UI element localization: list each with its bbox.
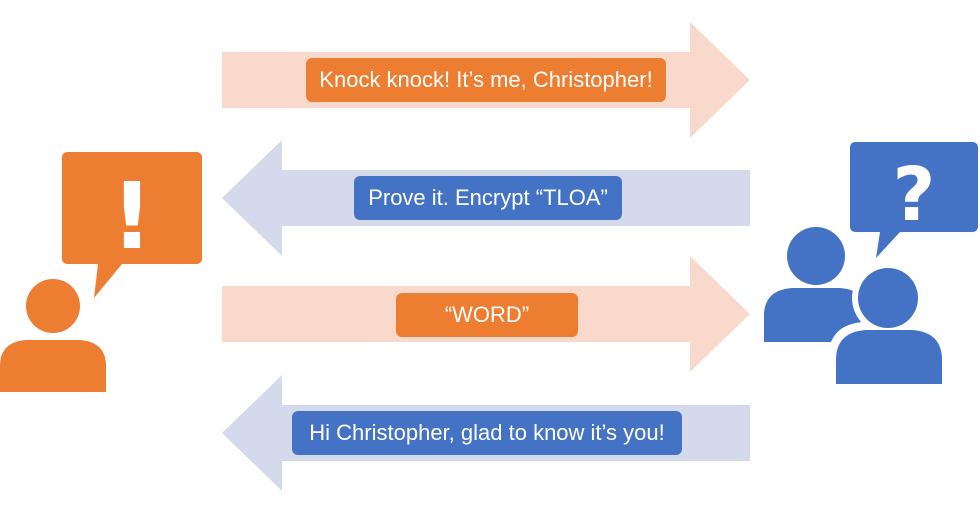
message-box-3: “WORD” — [396, 293, 578, 337]
message-text-4: Hi Christopher, glad to know it’s you! — [309, 420, 665, 445]
exclamation-glyph: ! — [111, 163, 153, 270]
message-box-4: Hi Christopher, glad to know it’s you! — [292, 411, 682, 455]
sender-speech-bubble-icon: ! — [62, 152, 202, 298]
receiver-speech-bubble-icon: ? — [850, 142, 978, 258]
question-glyph: ? — [893, 152, 936, 238]
message-text-2: Prove it. Encrypt “TLOA” — [368, 185, 608, 210]
message-box-1: Knock knock! It’s me, Christopher! — [306, 58, 666, 102]
sender-person-icon — [0, 279, 106, 392]
receiver-two-people-icon — [764, 227, 950, 386]
message-text-3: “WORD” — [444, 302, 530, 327]
message-box-2: Prove it. Encrypt “TLOA” — [354, 176, 622, 220]
message-text-1: Knock knock! It’s me, Christopher! — [319, 67, 653, 92]
